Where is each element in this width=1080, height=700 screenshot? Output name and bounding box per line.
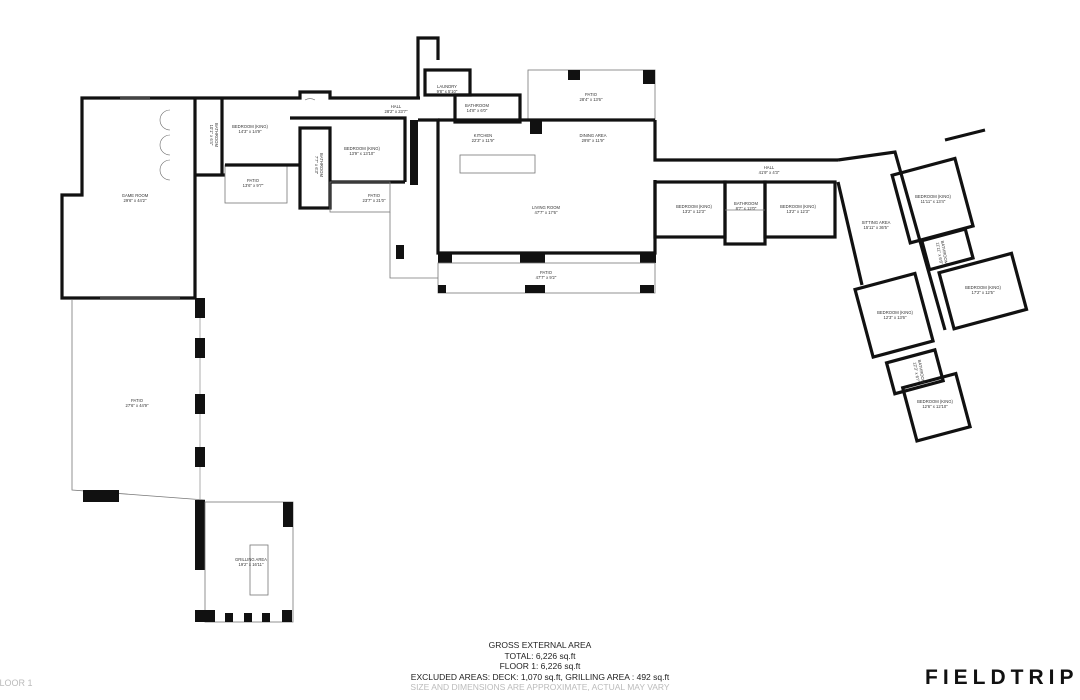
room-name: SITTING AREA xyxy=(862,220,891,225)
room-name: PATIO xyxy=(540,270,553,275)
room-name: BATHROOM xyxy=(940,240,949,265)
room-dims: 29'6" x 44'2" xyxy=(124,198,147,203)
room-name: PATIO xyxy=(131,398,144,403)
summary-total: TOTAL: 6,226 sq.ft xyxy=(504,650,576,661)
room-name: HALL xyxy=(764,165,775,170)
room-name: KITCHEN xyxy=(474,133,492,138)
room-dims: 12'3" x 13'6" xyxy=(884,315,907,320)
room-name: PATIO xyxy=(247,178,260,183)
summary-floor: FLOOR 1: 6,226 sq.ft xyxy=(499,661,581,671)
room-dims: 27'6" x 44'9" xyxy=(126,403,149,408)
room-name: BATHROOM xyxy=(319,153,324,177)
room-dims: 14'8" x 6'0" xyxy=(467,108,488,113)
room-name: LAUNDRY xyxy=(437,84,457,89)
room-dims: 47'7" x 17'6" xyxy=(535,210,558,215)
room-name: BATHROOM xyxy=(917,359,926,384)
room-labels: GAME ROOM 29'6" x 44'2" BEDROOM (KING) 1… xyxy=(122,84,1002,567)
room-dims: 14'3" x 14'9" xyxy=(239,129,262,134)
area-summary: GROSS EXTERNAL AREA TOTAL: 6,226 sq.ft F… xyxy=(0,640,1080,693)
game-room xyxy=(60,96,197,300)
room-dims: 11'11" x 13'4" xyxy=(921,199,946,204)
room-name: BEDROOM (KING) xyxy=(915,194,951,199)
room-dims: 12'3" x 6'7" xyxy=(912,362,921,384)
room-dims: 17'2" x 12'5" xyxy=(972,290,995,295)
room-dims: 11'11" x 6'8" xyxy=(935,242,944,265)
room-dims: 8'7" x 12'0" xyxy=(736,206,757,211)
room-dims: 47'7" x 9'2" xyxy=(536,275,557,280)
room-name: BEDROOM (KING) xyxy=(917,399,953,404)
room-name: BEDROOM (KING) xyxy=(965,285,1001,290)
outdoor-areas xyxy=(71,298,294,623)
room-name: HALL xyxy=(391,104,402,109)
room-dims: 7'7" x 6'3" xyxy=(314,156,319,175)
room-dims: 22'3" x 11'9" xyxy=(472,138,495,143)
room-name: BEDROOM (KING) xyxy=(877,310,913,315)
room-dims: 9'8" x 5'10" xyxy=(437,89,458,94)
room-dims: 13'6" x 9'7" xyxy=(243,183,264,188)
room-name: BEDROOM (KING) xyxy=(676,204,712,209)
room-name: GRILLING AREA xyxy=(235,557,267,562)
sitting-wing xyxy=(836,128,1029,443)
fieldtrip-logo: FIELDTRIP xyxy=(925,666,1079,689)
room-name: BATHROOM xyxy=(214,123,219,147)
summary-excluded: EXCLUDED AREAS: DECK: 1,070 sq.ft, GRILL… xyxy=(410,671,670,682)
room-name: BEDROOM (KING) xyxy=(780,204,816,209)
room-name: BEDROOM (KING) xyxy=(232,124,268,129)
floor-label: FLOOR 1 xyxy=(0,678,33,688)
summary-note: SIZE AND DIMENSIONS ARE APPROXIMATE, ACT… xyxy=(410,682,670,692)
room-name: LIVING ROOM xyxy=(532,205,560,210)
room-dims: 28'4" x 13'6" xyxy=(580,97,603,102)
room-name: BATHROOM xyxy=(734,201,758,206)
room-name: GAME ROOM xyxy=(122,193,149,198)
room-dims: 13'2" x 12'3" xyxy=(683,209,706,214)
service-block xyxy=(416,36,522,124)
room-dims: 28'2" x 23'7" xyxy=(385,109,408,114)
west-wing xyxy=(195,90,420,213)
room-name: DINING AREA xyxy=(580,133,607,138)
room-dims: 13'2" x 12'3" xyxy=(787,209,810,214)
room-dims: 19'2" x 16'11" xyxy=(239,562,264,567)
summary-title: GROSS EXTERNAL AREA xyxy=(488,640,592,650)
room-name: BATHROOM xyxy=(465,103,489,108)
room-dims: 23'7" x 21'0" xyxy=(363,198,386,203)
room-name: PATIO xyxy=(368,193,381,198)
room-dims: 10'1" x 6'4" xyxy=(209,125,214,146)
room-dims: 12'6" x 12'10" xyxy=(922,404,948,409)
room-dims: 15'11" x 36'5" xyxy=(864,225,889,230)
room-dims: 13'9" x 13'10" xyxy=(349,151,375,156)
room-name: PATIO xyxy=(585,92,598,97)
room-dims: 29'8" x 11'9" xyxy=(582,138,605,143)
east-bedrooms xyxy=(653,180,837,246)
room-name: BEDROOM (KING) xyxy=(344,146,380,151)
room-dims: 41'9" x 4'3" xyxy=(759,170,780,175)
